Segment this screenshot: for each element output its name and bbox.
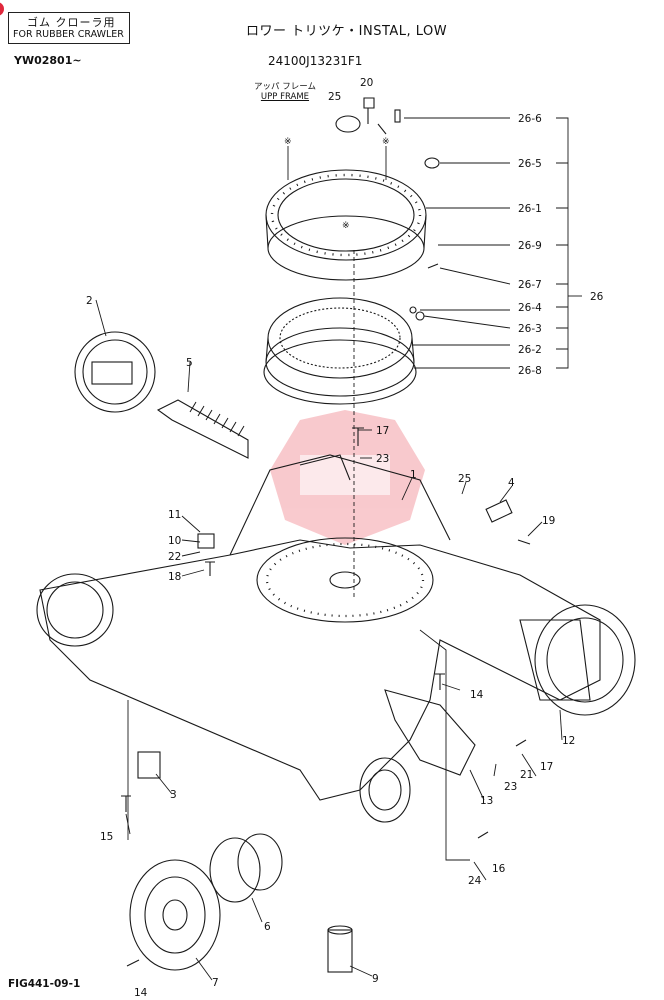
center-joint-9 — [327, 929, 353, 973]
callout-26-2: 26-2 — [518, 344, 542, 356]
upper-frame-en: UPP FRAME — [260, 92, 310, 102]
watermark-logo — [270, 410, 425, 545]
bolt-17b — [515, 739, 527, 747]
ball-26-4 — [409, 306, 417, 314]
callout-17-right: 17 — [540, 761, 553, 773]
crawler-type-jp: ゴム クローラ用 — [27, 16, 116, 29]
crawler-type-label: ゴム クローラ用 FOR RUBBER CRAWLER — [8, 12, 130, 44]
callout-1: 1 — [410, 469, 417, 481]
svg-text:※: ※ — [342, 221, 350, 231]
callout-26-4: 26-4 — [518, 302, 542, 314]
crawler-type-en: FOR RUBBER CRAWLER — [13, 29, 124, 40]
callout-14-bottom: 14 — [134, 987, 148, 999]
pin-26-6 — [394, 109, 401, 123]
line-art — [36, 97, 636, 981]
callout-25-mid: 25 — [458, 473, 471, 485]
callout-18: 18 — [168, 571, 181, 583]
callout-21: 21 — [520, 769, 533, 781]
drive-sprocket-end — [534, 604, 636, 716]
internal-gear-ring — [267, 297, 413, 379]
callout-19: 19 — [542, 515, 555, 527]
sprocket-7 — [129, 859, 221, 971]
bolt-20 — [363, 97, 375, 124]
plug-26-3 — [415, 311, 425, 321]
callout-26-8: 26-8 — [518, 365, 542, 377]
callout-15: 15 — [100, 831, 113, 843]
callout-23-top: 23 — [376, 453, 389, 465]
callout-26-7: 26-7 — [518, 279, 542, 291]
washer-25-top — [335, 115, 361, 133]
swing-circle-mount — [256, 537, 434, 623]
callout-13: 13 — [480, 795, 493, 807]
bushing-26-5 — [424, 157, 440, 169]
idler-wheel — [74, 331, 156, 413]
plate-11 — [197, 533, 215, 549]
callout-4: 4 — [508, 477, 515, 489]
callout-7: 7 — [212, 977, 219, 989]
callout-23-right: 23 — [504, 781, 517, 793]
sensor-3 — [137, 751, 161, 779]
callout-2: 2 — [86, 295, 93, 307]
callout-16: 16 — [492, 863, 506, 875]
part-callouts: 20 25 2 5 17 23 1 25 4 19 11 10 22 18 14… — [86, 77, 575, 999]
bolt-14b — [126, 959, 140, 967]
callout-3: 3 — [170, 789, 177, 801]
bolt-15 — [121, 795, 131, 812]
bolt-16 — [477, 831, 489, 839]
recoil-spring — [156, 399, 249, 459]
callout-5: 5 — [186, 357, 193, 369]
assembly-part-number: 24100J13231F1 — [268, 54, 363, 68]
callout-17-top: 17 — [376, 425, 389, 437]
svg-text:※: ※ — [382, 137, 390, 147]
bearing-outer-ring — [265, 169, 427, 261]
callout-10: 10 — [168, 535, 181, 547]
callout-26-6: 26-6 — [518, 113, 542, 125]
callout-26-5: 26-5 — [518, 158, 542, 170]
callout-26-9: 26-9 — [518, 240, 542, 252]
svg-text:※: ※ — [284, 137, 292, 147]
corner-tab-mark — [0, 2, 4, 16]
callout-11: 11 — [168, 509, 181, 521]
callout-12: 12 — [562, 735, 575, 747]
callout-26-group: 26 — [590, 291, 604, 303]
callout-24: 24 — [468, 875, 482, 887]
bolt-18 — [205, 561, 215, 576]
travel-motor — [209, 837, 261, 903]
bolt-19 — [517, 539, 531, 545]
callout-14-mid: 14 — [470, 689, 484, 701]
pin-4 — [485, 499, 513, 523]
serial-range: YW02801~ — [14, 54, 82, 67]
callout-20: 20 — [360, 77, 373, 89]
callout-22: 22 — [168, 551, 181, 563]
grease-nipple-26-7 — [427, 263, 439, 269]
upper-frame-note: アッパ フレーム UPP FRAME — [254, 82, 316, 102]
track-frame — [39, 539, 601, 801]
right-callouts: 26-6 26-5 26-1 26-9 26-7 26-4 26-3 26-2 … — [518, 113, 604, 377]
upper-frame-jp: アッパ フレーム — [254, 82, 316, 92]
callout-9: 9 — [372, 973, 379, 985]
asterisk-marks: ※ ※ ※ — [284, 137, 390, 231]
callout-26-3: 26-3 — [518, 323, 542, 335]
callout-6: 6 — [264, 921, 271, 933]
callout-25-top: 25 — [328, 91, 341, 103]
callout-26-1: 26-1 — [518, 203, 542, 215]
cover-13 — [384, 689, 476, 776]
bolt-14 — [435, 673, 445, 690]
figure-id: FIG441-09-1 — [8, 978, 81, 990]
diagram-title: ロワー トリツケ・INSTAL, LOW — [246, 24, 448, 39]
